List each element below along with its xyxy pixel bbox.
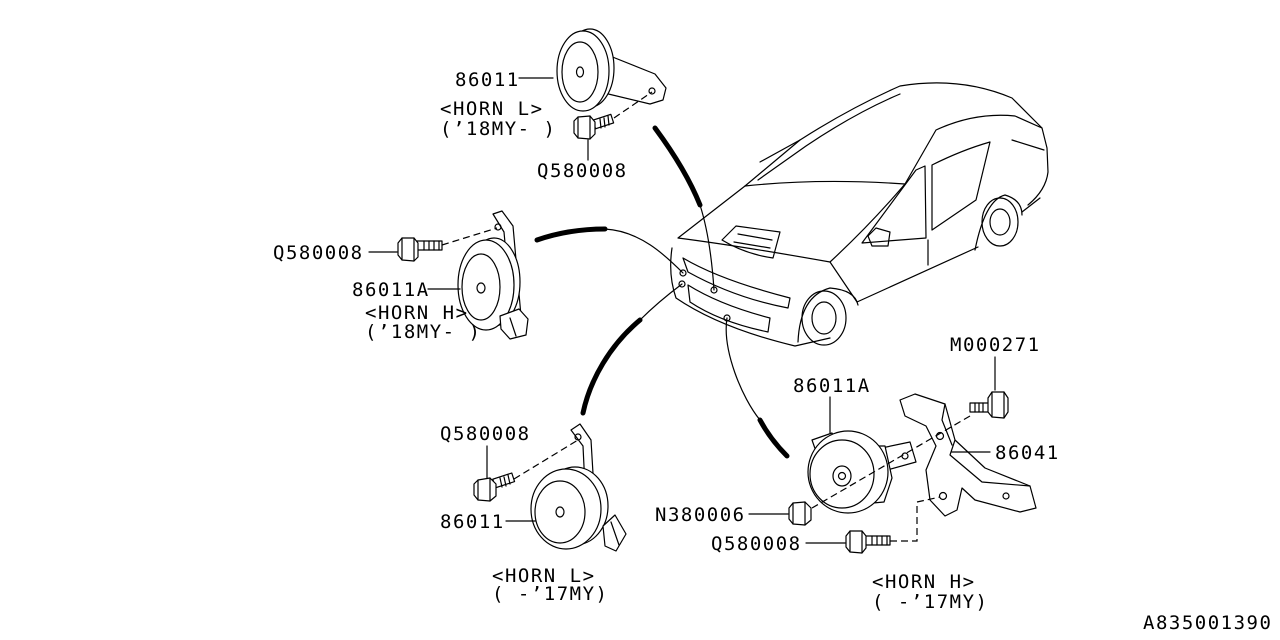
- bolt-part-number-label: Q580008: [711, 533, 802, 555]
- horn-bracket-86041: [899, 393, 1037, 517]
- vehicle-windshield-base: [744, 180, 906, 187]
- location-curve-horn-l-18my: [652, 125, 703, 208]
- part-number-label: 86011: [455, 69, 520, 91]
- part-number-label: 86011A: [352, 279, 430, 301]
- vehicle-windshield-inner: [757, 93, 901, 181]
- bracket-hole: [648, 87, 656, 95]
- horn-h-17my-assembly: M000271 86011A 86041 N380006 Q580008 <HO…: [655, 334, 1060, 613]
- vehicle-front-door-window: [861, 165, 927, 244]
- figure-id-label: A835001390: [1143, 612, 1272, 634]
- horn-face: [534, 480, 586, 544]
- bolt-part-number-label: Q580008: [440, 423, 531, 445]
- location-indicators: [534, 125, 790, 459]
- horn-face: [461, 253, 501, 321]
- location-curve-horn-h-17my-thin: [725, 317, 761, 421]
- vehicle-a-pillar-left: [744, 139, 801, 187]
- install-path: [613, 91, 653, 119]
- part-number-label: 86011A: [793, 375, 871, 397]
- install-path: [890, 496, 941, 542]
- part-number-label: 86011: [440, 511, 505, 533]
- horn-face: [561, 41, 599, 103]
- bolt: [397, 237, 443, 262]
- model-year-label: ( -’17MY): [492, 583, 608, 605]
- horn-center: [575, 66, 585, 78]
- location-curve-horn-h-17my: [757, 417, 790, 459]
- vehicle-grille: [687, 284, 771, 333]
- vehicle-illustration: [670, 82, 1049, 347]
- horn-name-label: <HORN H>: [365, 302, 469, 324]
- vehicle-rear-wheel-arch: [974, 194, 1023, 251]
- vehicle-front-fascia: [670, 247, 831, 347]
- vehicle-front-wheel-hub: [811, 301, 837, 335]
- vehicle-hood-scoop: [721, 225, 781, 259]
- vehicle-rear-bumper: [1021, 197, 1041, 213]
- vehicle-a-pillar-right: [904, 114, 1043, 185]
- vehicle-rear-door-window: [931, 141, 991, 231]
- bolt: [845, 530, 891, 554]
- vehicle-side-mirror: [867, 227, 891, 247]
- bracket-hole: [494, 223, 502, 231]
- vehicle-headlight: [682, 257, 791, 309]
- location-curve-horn-h-18my-thin: [604, 228, 684, 274]
- horn-connector: [499, 308, 529, 340]
- bracket-bolt-part-number-label: M000271: [950, 334, 1041, 356]
- nut: [788, 501, 812, 526]
- horn-body: [457, 239, 515, 331]
- install-path: [811, 415, 971, 509]
- horn-name-label: <HORN H>: [872, 571, 976, 593]
- bracket-bolt: [969, 391, 1009, 419]
- horn-center: [555, 506, 565, 518]
- horn-face: [809, 439, 875, 509]
- bolt-part-number-label: Q580008: [537, 160, 628, 182]
- bolt: [573, 113, 615, 140]
- bracket-hole: [1002, 492, 1010, 500]
- model-year-label: (’18MY- ): [440, 118, 556, 140]
- vehicle-hood: [677, 183, 906, 263]
- bracket-hole: [574, 433, 582, 441]
- nut-part-number-label: N380006: [655, 504, 746, 526]
- horn-mount-point: [678, 280, 686, 288]
- vehicle-rear-wheel: [981, 197, 1019, 247]
- location-curve-horn-h-18my: [534, 226, 608, 243]
- bracket-hole: [938, 491, 948, 501]
- horn-name-label: <HORN L>: [492, 565, 596, 587]
- location-curve-horn-l-17my-thin: [639, 283, 683, 321]
- bracket-part-number-label: 86041: [995, 442, 1060, 464]
- install-path: [513, 439, 579, 480]
- horn-mount-point: [679, 269, 687, 277]
- model-year-label: (’18MY- ): [365, 321, 481, 343]
- horn-h-18my-assembly: Q580008 86011A <HORN H> (’18MY- ): [273, 210, 529, 343]
- bolt: [473, 472, 516, 502]
- bolt-part-number-label: Q580008: [273, 242, 364, 264]
- model-year-label: ( -’17MY): [872, 591, 988, 613]
- location-curve-horn-l-17my: [580, 317, 643, 416]
- horn-body: [807, 430, 889, 514]
- vehicle-roofline: [759, 82, 1049, 206]
- location-curve-horn-l-18my-thin: [699, 204, 715, 291]
- horn-body: [530, 468, 602, 550]
- vehicle-rear-wheel-hub: [989, 208, 1011, 236]
- horn-l-17my-assembly: Q580008 86011 <HORN L> ( -’17MY): [440, 423, 627, 605]
- horn-l-18my-assembly: 86011 <HORN L> (’18MY- ) Q580008: [440, 28, 667, 182]
- horn-inner-ring: [832, 465, 852, 487]
- horn-name-label: <HORN L>: [440, 98, 544, 120]
- install-path: [441, 227, 498, 246]
- vehicle-front-wheel: [801, 290, 847, 346]
- vehicle-trunk-line: [1011, 139, 1045, 151]
- vehicle-side-skirt: [856, 246, 979, 303]
- horn-center: [476, 282, 486, 294]
- horn-center: [837, 471, 847, 481]
- vehicle-front-wheel-arch: [797, 287, 859, 343]
